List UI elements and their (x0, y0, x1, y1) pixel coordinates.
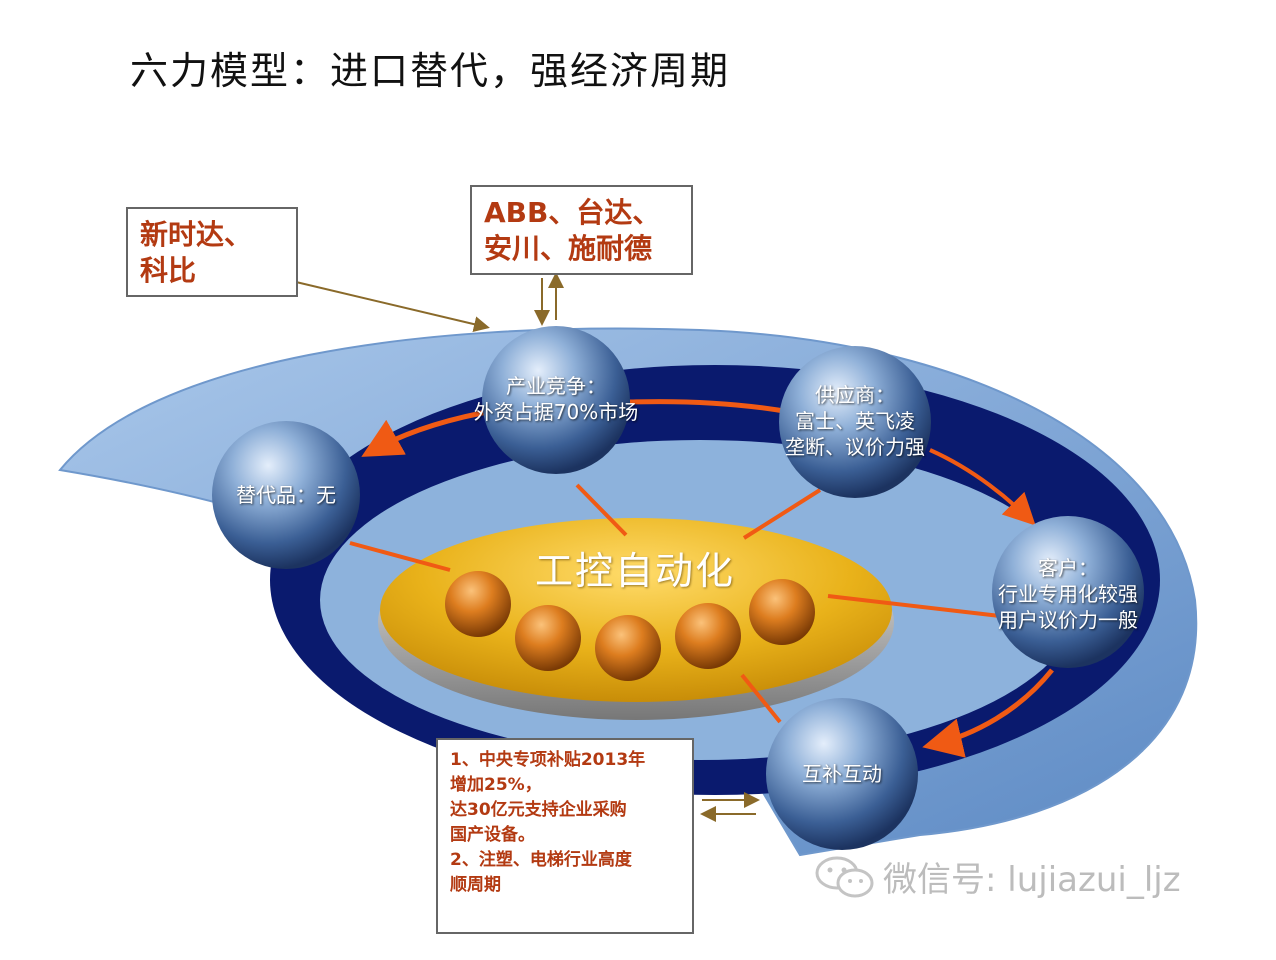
customer-label: 客户： 行业专用化较强 用户议价力一般 (998, 556, 1138, 632)
flow-arrow (629, 399, 791, 415)
sphere-industry (482, 326, 630, 474)
complement-label: 互补互动 (802, 762, 882, 786)
supplier-label: 供应商： 富士、英飞凌 垄断、议价力强 (785, 383, 925, 459)
core-ball (675, 603, 741, 669)
sphere-complement (766, 698, 918, 850)
flow-arrow (922, 668, 1054, 758)
core-ball (749, 579, 815, 645)
policy-callout: 1、中央专项补贴2013年 增加25%， 达30亿元支持企业采购 国产设备。 2… (436, 738, 694, 934)
connector-arrow (827, 594, 1001, 618)
connector-arrow (742, 488, 822, 540)
substitute-label: 替代品：无 (236, 483, 336, 507)
industry-label: 产业竞争： 外资占据70%市场 (473, 374, 639, 424)
core-ball (445, 571, 511, 637)
core-ball (515, 605, 581, 671)
core-ball (595, 615, 661, 681)
new-entrants-callout: 新时达、 科比 (126, 207, 298, 297)
flow-arrow (929, 448, 1036, 526)
connector-arrow (575, 483, 628, 537)
callout-arrow (295, 281, 490, 333)
page-title: 六力模型：进口替代，强经济周期 (130, 49, 731, 93)
sphere-supplier (779, 346, 931, 498)
watermark: 微信号: lujiazui_ljz (815, 852, 1181, 901)
competitors-callout: ABB、台达、 安川、施耐德 (470, 185, 693, 275)
core-platform (380, 518, 892, 702)
core-label: 工控自动化 (534, 549, 735, 593)
flow-arrow (361, 407, 499, 457)
wechat-icon (815, 856, 874, 897)
sphere-substitute (212, 421, 360, 569)
connector-arrow (740, 673, 782, 724)
sphere-customer (992, 516, 1144, 668)
connector-arrow (349, 541, 451, 572)
watermark-text: 微信号: lujiazui_ljz (883, 860, 1181, 900)
